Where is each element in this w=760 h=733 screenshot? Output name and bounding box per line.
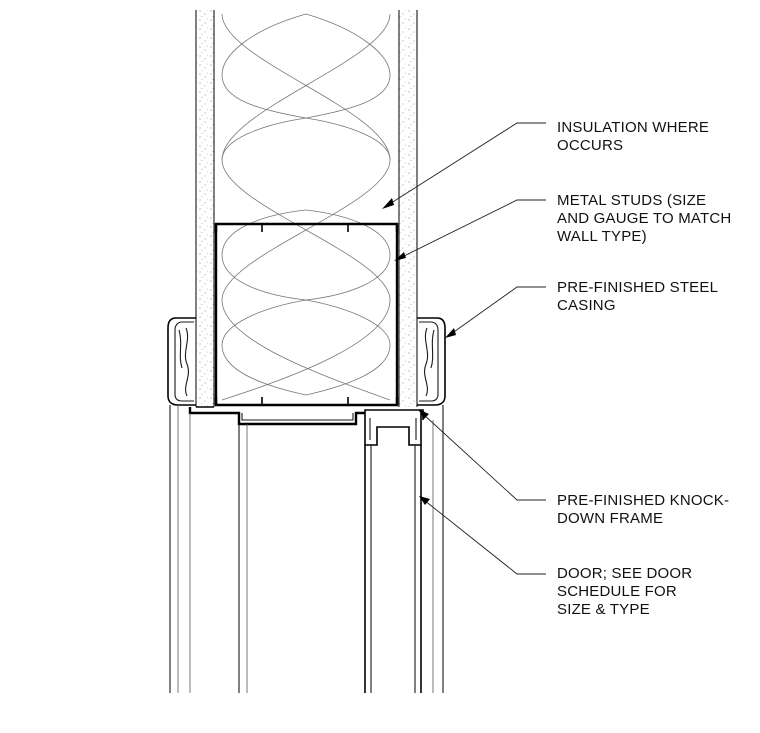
note-insulation-line-2: OCCURS	[557, 137, 624, 154]
note-door-line-2: SCHEDULE FOR	[557, 583, 677, 600]
note-door-line-1: DOOR; SEE DOOR	[557, 565, 693, 582]
metal-stud-sides	[214, 224, 399, 405]
note-metal-studs-line-2: AND GAUGE TO MATCH	[557, 210, 732, 227]
note-frame-line-2: DOWN FRAME	[557, 510, 664, 527]
note-insulation: INSULATION WHERE OCCURS	[557, 119, 709, 155]
frame-jamb-lines	[169, 405, 444, 693]
note-casing: PRE-FINISHED STEEL CASING	[557, 279, 718, 315]
gypsum-board-left	[195, 10, 215, 407]
leader-frame	[418, 409, 546, 501]
leader-insulation	[382, 122, 546, 209]
note-casing-line-2: CASING	[557, 297, 616, 314]
note-insulation-line-1: INSULATION WHERE	[557, 119, 710, 136]
note-frame-line-1: PRE-FINISHED KNOCK-	[557, 492, 730, 509]
metal-stud-lower	[214, 397, 399, 407]
leader-door	[419, 496, 546, 575]
leader-casing	[445, 286, 546, 338]
note-frame: PRE-FINISHED KNOCK- DOWN FRAME	[557, 492, 729, 528]
steel-casing-left	[167, 317, 196, 406]
batt-insulation	[221, 13, 391, 401]
steel-casing-right	[417, 317, 446, 406]
note-casing-line-1: PRE-FINISHED STEEL	[557, 279, 719, 296]
note-metal-studs-line-1: METAL STUDS (SIZE	[557, 192, 707, 209]
note-metal-studs: METAL STUDS (SIZE AND GAUGE TO MATCH WAL…	[557, 192, 731, 246]
leader-metal-studs	[394, 199, 546, 261]
gypsum-board-right	[398, 10, 418, 407]
door-panel	[364, 445, 422, 693]
note-door-line-3: SIZE & TYPE	[557, 601, 650, 618]
note-metal-studs-line-3: WALL TYPE)	[557, 228, 647, 245]
note-door: DOOR; SEE DOOR SCHEDULE FOR SIZE & TYPE	[557, 565, 692, 619]
knock-down-frame	[188, 406, 424, 446]
